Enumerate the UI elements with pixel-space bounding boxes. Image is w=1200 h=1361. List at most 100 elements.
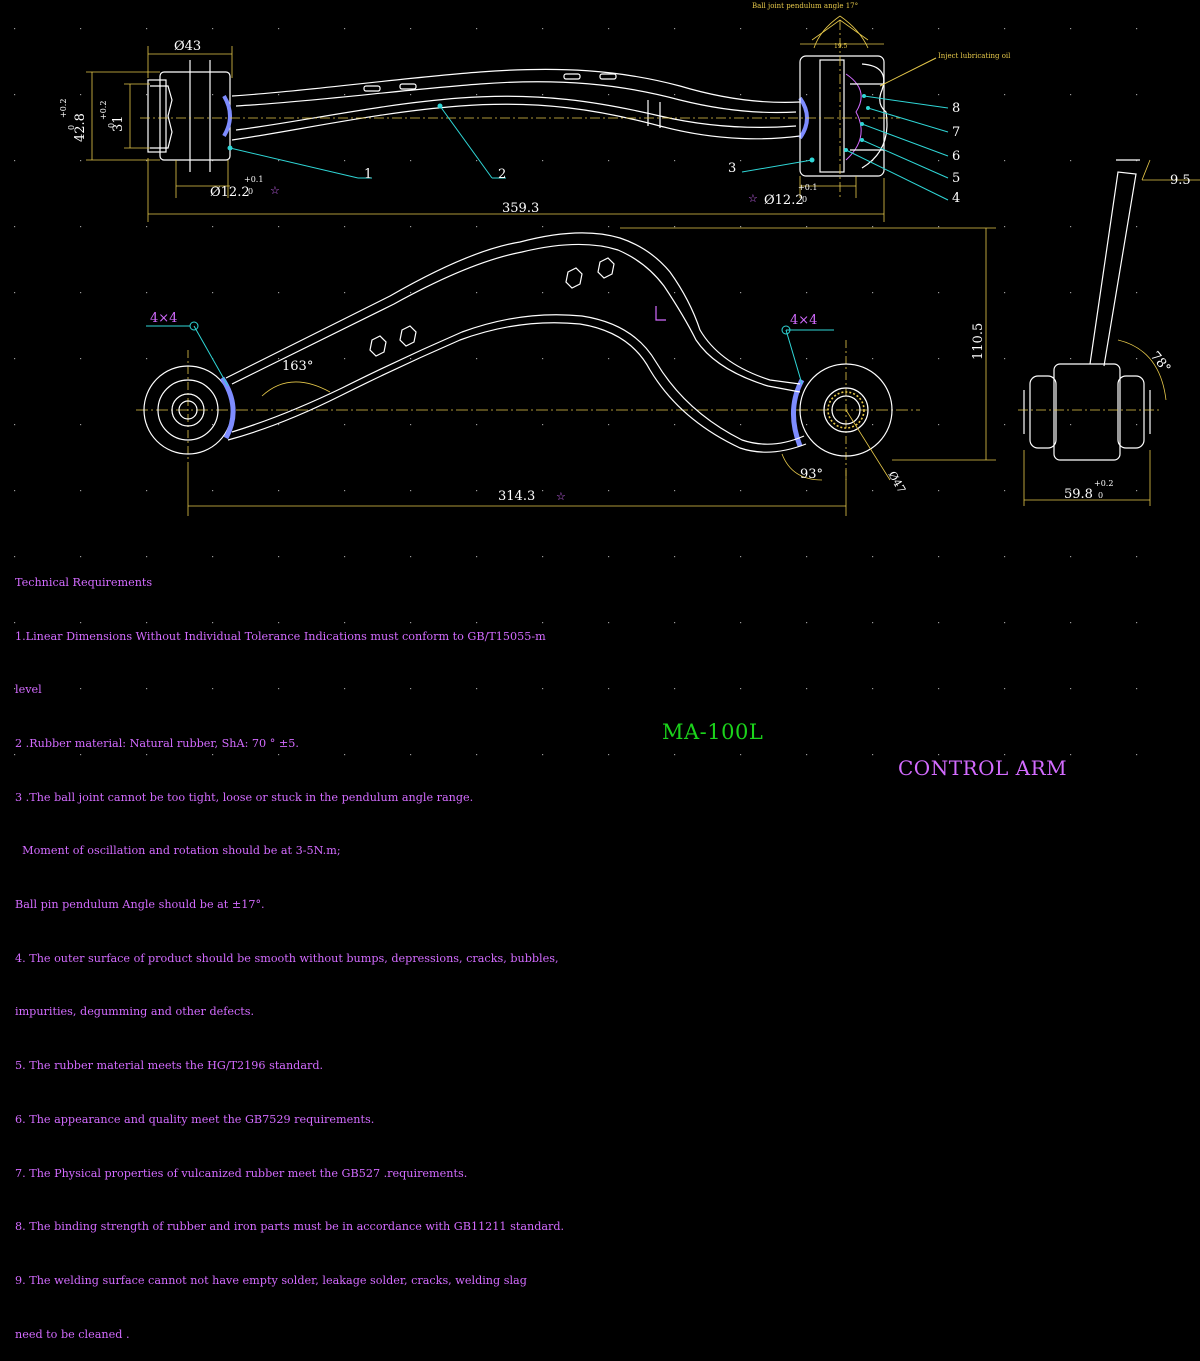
grid-dot (212, 490, 214, 492)
top-view-text: Ø43 42.8 +0.2 0 31 +0.2 0 Ø12.2 +0.1 0 ☆… (59, 2, 1011, 216)
grid-dot (740, 292, 742, 294)
dim-d43: Ø43 (174, 39, 201, 54)
grid-dot (872, 358, 874, 360)
arm-upper-edge (231, 68, 801, 103)
top-view-dimensions (86, 15, 885, 222)
left-bushing-flange (147, 79, 167, 153)
grid-dot (674, 94, 676, 96)
grid-dot (14, 226, 16, 228)
grid-dot (146, 28, 148, 30)
grid-dot (212, 622, 214, 624)
grid-dot (1136, 292, 1138, 294)
grid-dot (410, 622, 412, 624)
grid-dot (608, 160, 610, 162)
grid-dot (1136, 424, 1138, 426)
grid-dot (80, 28, 82, 30)
side-bushing-body (1053, 363, 1121, 461)
grid-dot (674, 490, 676, 492)
grid-dot (278, 94, 280, 96)
callout-6: 6 (952, 149, 960, 164)
grid-dot (344, 292, 346, 294)
grid-dot (212, 424, 214, 426)
grid-dot (14, 622, 16, 624)
grid-dot (740, 556, 742, 558)
grid-dot (278, 556, 280, 558)
grid-dot (410, 358, 412, 360)
side-bushing-right (1117, 375, 1145, 449)
grid-dot (80, 754, 82, 756)
grid-dot (278, 160, 280, 162)
grid-dot (1136, 226, 1138, 228)
grid-dot (938, 358, 940, 360)
grid-dot (674, 424, 676, 426)
grid-dot (1004, 556, 1006, 558)
grid-dot (1136, 622, 1138, 624)
grid-dot (476, 28, 478, 30)
side-bushing-left (1029, 375, 1057, 449)
grid-dot (476, 94, 478, 96)
grid-dot (542, 94, 544, 96)
grid-dot (938, 622, 940, 624)
grid-dot (344, 490, 346, 492)
grid-dot (608, 688, 610, 690)
callout-4: 4 (952, 191, 960, 206)
grid-dot (476, 160, 478, 162)
grid-dot (674, 622, 676, 624)
grid-dot (674, 28, 676, 30)
callout-7: 7 (952, 125, 960, 140)
grid-dot (1070, 490, 1072, 492)
side-dim-95: 9.5 (1170, 173, 1191, 188)
grid-dot (674, 160, 676, 162)
grid-dot (410, 28, 412, 30)
grid-dot (80, 556, 82, 558)
front-height: 110.5 (971, 323, 986, 360)
grid-dot (872, 490, 874, 492)
grid-dot (542, 622, 544, 624)
angle-93: 93° (800, 467, 823, 482)
grid-dot (740, 226, 742, 228)
req-line: 4. The outer surface of product should b… (15, 951, 559, 965)
grid-dot (938, 688, 940, 690)
arm-outline-inner-bottom (231, 314, 805, 445)
grid-dot (146, 556, 148, 558)
grid-dot (1004, 622, 1006, 624)
small-dim: 19.5 (834, 43, 848, 50)
grid-dot (344, 226, 346, 228)
grid-dot (1070, 556, 1072, 558)
grid-dot (80, 622, 82, 624)
grid-dot (542, 160, 544, 162)
arm-inner-edge (235, 81, 797, 114)
grid-dot (146, 94, 148, 96)
dim-bore-left: Ø12.2 (210, 185, 250, 200)
top-view (140, 20, 900, 200)
grid-dot (806, 94, 808, 96)
grid-dot (542, 688, 544, 690)
grid-dot (476, 424, 478, 426)
grid-dot (806, 754, 808, 756)
grid-dot (1070, 292, 1072, 294)
technical-requirements: Technical Requirements 1.Linear Dimensio… (15, 538, 655, 1361)
callout-1: 1 (364, 167, 372, 182)
grid-dot (80, 94, 82, 96)
side-width: 59.8 (1064, 487, 1093, 502)
grid-dot (542, 424, 544, 426)
grid-dot (608, 28, 610, 30)
side-angle-78: 78° (1147, 349, 1173, 376)
grid-dot (872, 28, 874, 30)
drawing-canvas: Ø43 42.8 +0.2 0 31 +0.2 0 Ø12.2 +0.1 0 ☆… (14, 2, 1200, 756)
grid-dot (542, 358, 544, 360)
grid-dot (80, 226, 82, 228)
side-width-tol: +0.2 (1094, 479, 1113, 488)
grid-dot (476, 358, 478, 360)
grid-dot (1004, 160, 1006, 162)
front-view (136, 232, 920, 480)
grid-dot (872, 754, 874, 756)
grid-dot (1070, 688, 1072, 690)
hole-left: 4×4 (150, 311, 177, 326)
grid-dot (1004, 424, 1006, 426)
grid-dot (1004, 754, 1006, 756)
grid-dot (146, 292, 148, 294)
left-eye-inner (171, 393, 205, 427)
grid-dot (14, 94, 16, 96)
grid-dot (872, 556, 874, 558)
